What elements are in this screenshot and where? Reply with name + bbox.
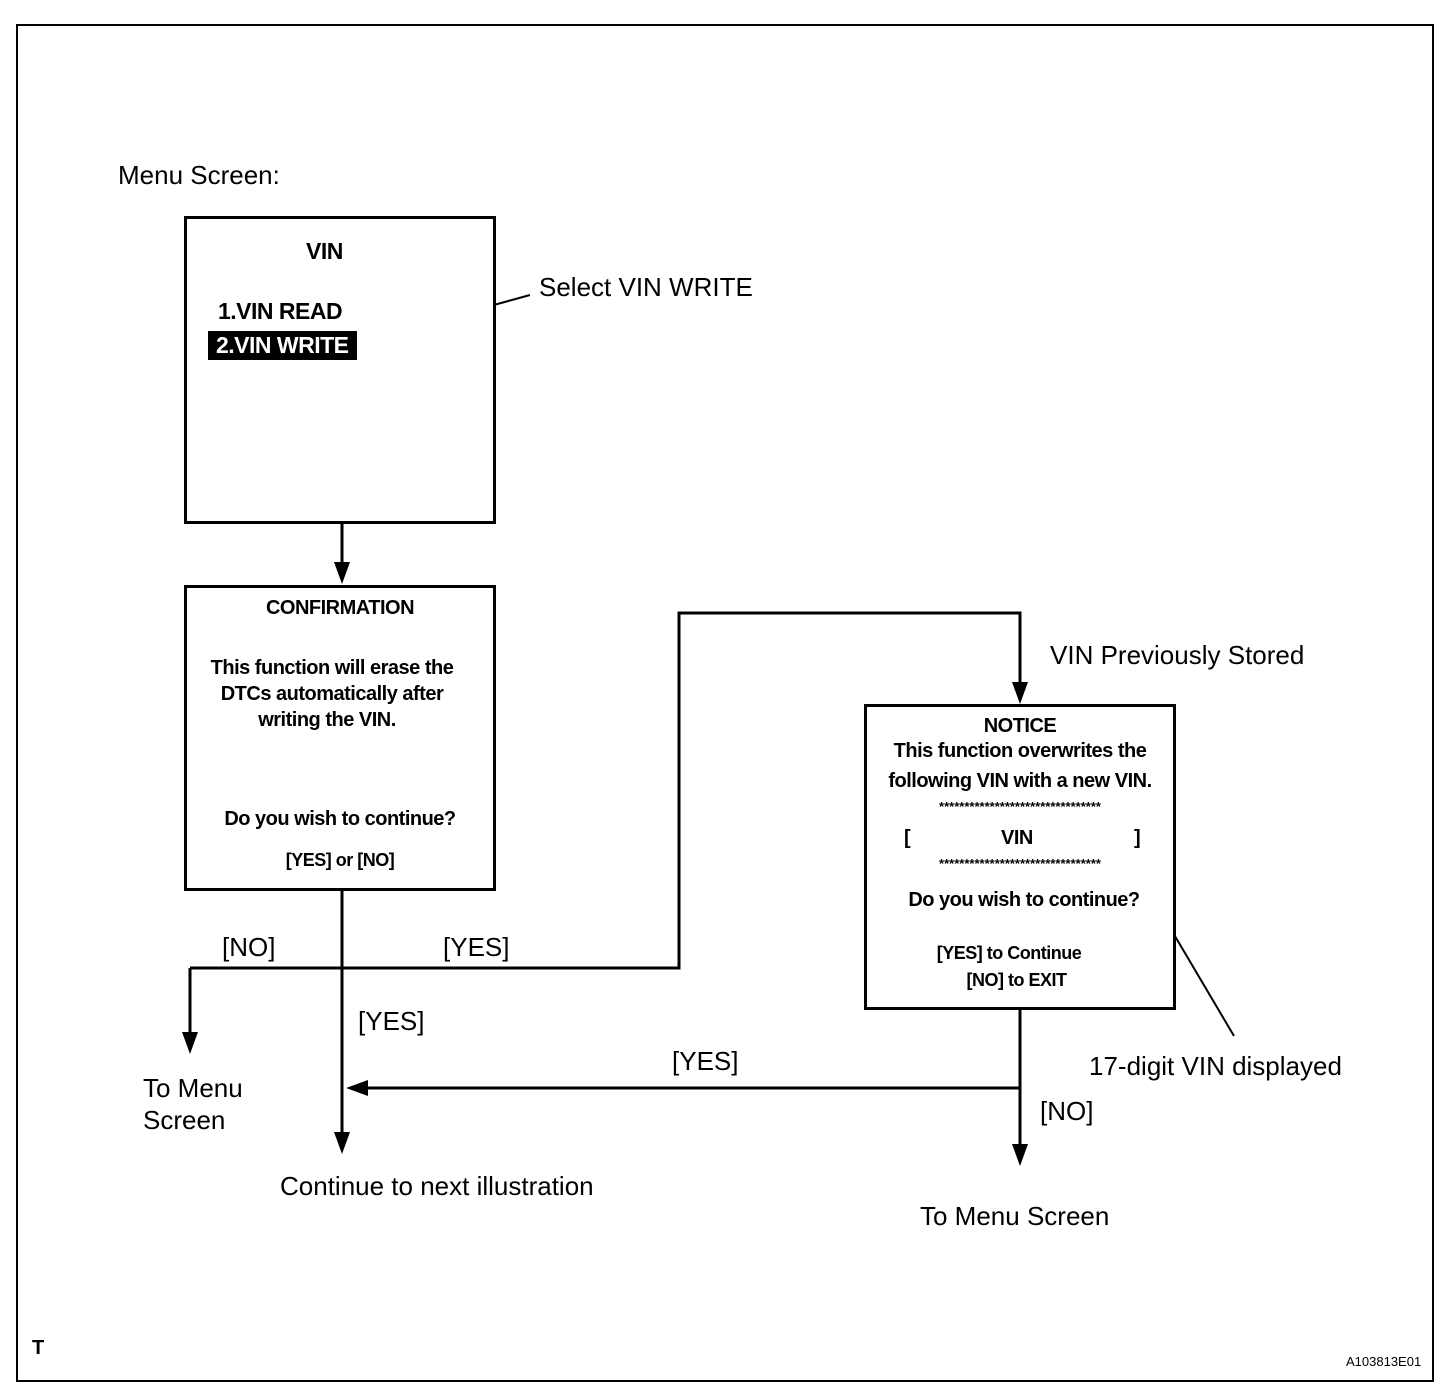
no-left-label: [NO]: [222, 932, 276, 962]
vin-box-title: VIN: [306, 238, 343, 264]
notice-option-no: [NO] to EXIT: [966, 970, 1068, 990]
vin-write-item[interactable]: 2.VIN WRITE: [208, 331, 357, 360]
confirmation-line1: This function will erase the: [210, 657, 454, 679]
to-menu-left-line1: To Menu: [143, 1073, 243, 1103]
vin-menu-box: [184, 216, 496, 524]
yes-down-label: [YES]: [358, 1006, 425, 1036]
vin-previously-stored-label: VIN Previously Stored: [1050, 640, 1305, 670]
notice-vin: VIN: [1001, 827, 1033, 849]
diagram-frame: [16, 24, 1434, 1382]
figure-id: A103813E01: [1346, 1354, 1422, 1369]
confirmation-box: [184, 585, 496, 891]
to-menu-left-line2: Screen: [143, 1105, 226, 1135]
notice-line1: This function overwrites the: [893, 740, 1147, 762]
yes-back-label: [YES]: [672, 1046, 739, 1076]
notice-stars-top: ********************************: [939, 799, 1101, 814]
confirmation-line3: writing the VIN.: [258, 709, 396, 731]
confirmation-title: CONFIRMATION: [265, 597, 415, 619]
seventeen-digit-label: 17-digit VIN displayed: [1089, 1051, 1342, 1081]
select-vin-write-label: Select VIN WRITE: [539, 272, 753, 302]
yes-mid-label: [YES]: [443, 932, 510, 962]
corner-t-mark: T: [32, 1337, 44, 1359]
confirmation-options: [YES] or [NO]: [285, 850, 395, 870]
menu-screen-label: Menu Screen:: [118, 160, 280, 190]
arrow-yes-to-notice: [342, 611, 1022, 970]
notice-question: Do you wish to continue?: [908, 889, 1140, 911]
vin-read-item[interactable]: 1.VIN READ: [218, 298, 343, 324]
continue-next-label: Continue to next illustration: [280, 1171, 594, 1201]
notice-bracket-left: [: [904, 827, 911, 849]
notice-line2: following VIN with a new VIN.: [888, 770, 1152, 792]
notice-bracket-right: ]: [1134, 827, 1141, 849]
no-right-label: [NO]: [1040, 1096, 1094, 1126]
notice-title: NOTICE: [983, 715, 1057, 737]
notice-option-yes: [YES] to Continue: [936, 943, 1082, 963]
confirmation-line2: DTCs automatically after: [220, 683, 444, 705]
to-menu-right-label: To Menu Screen: [920, 1201, 1110, 1231]
confirmation-question: Do you wish to continue?: [224, 808, 456, 830]
notice-box: [864, 704, 1176, 1010]
notice-stars-bottom: ********************************: [939, 856, 1101, 871]
